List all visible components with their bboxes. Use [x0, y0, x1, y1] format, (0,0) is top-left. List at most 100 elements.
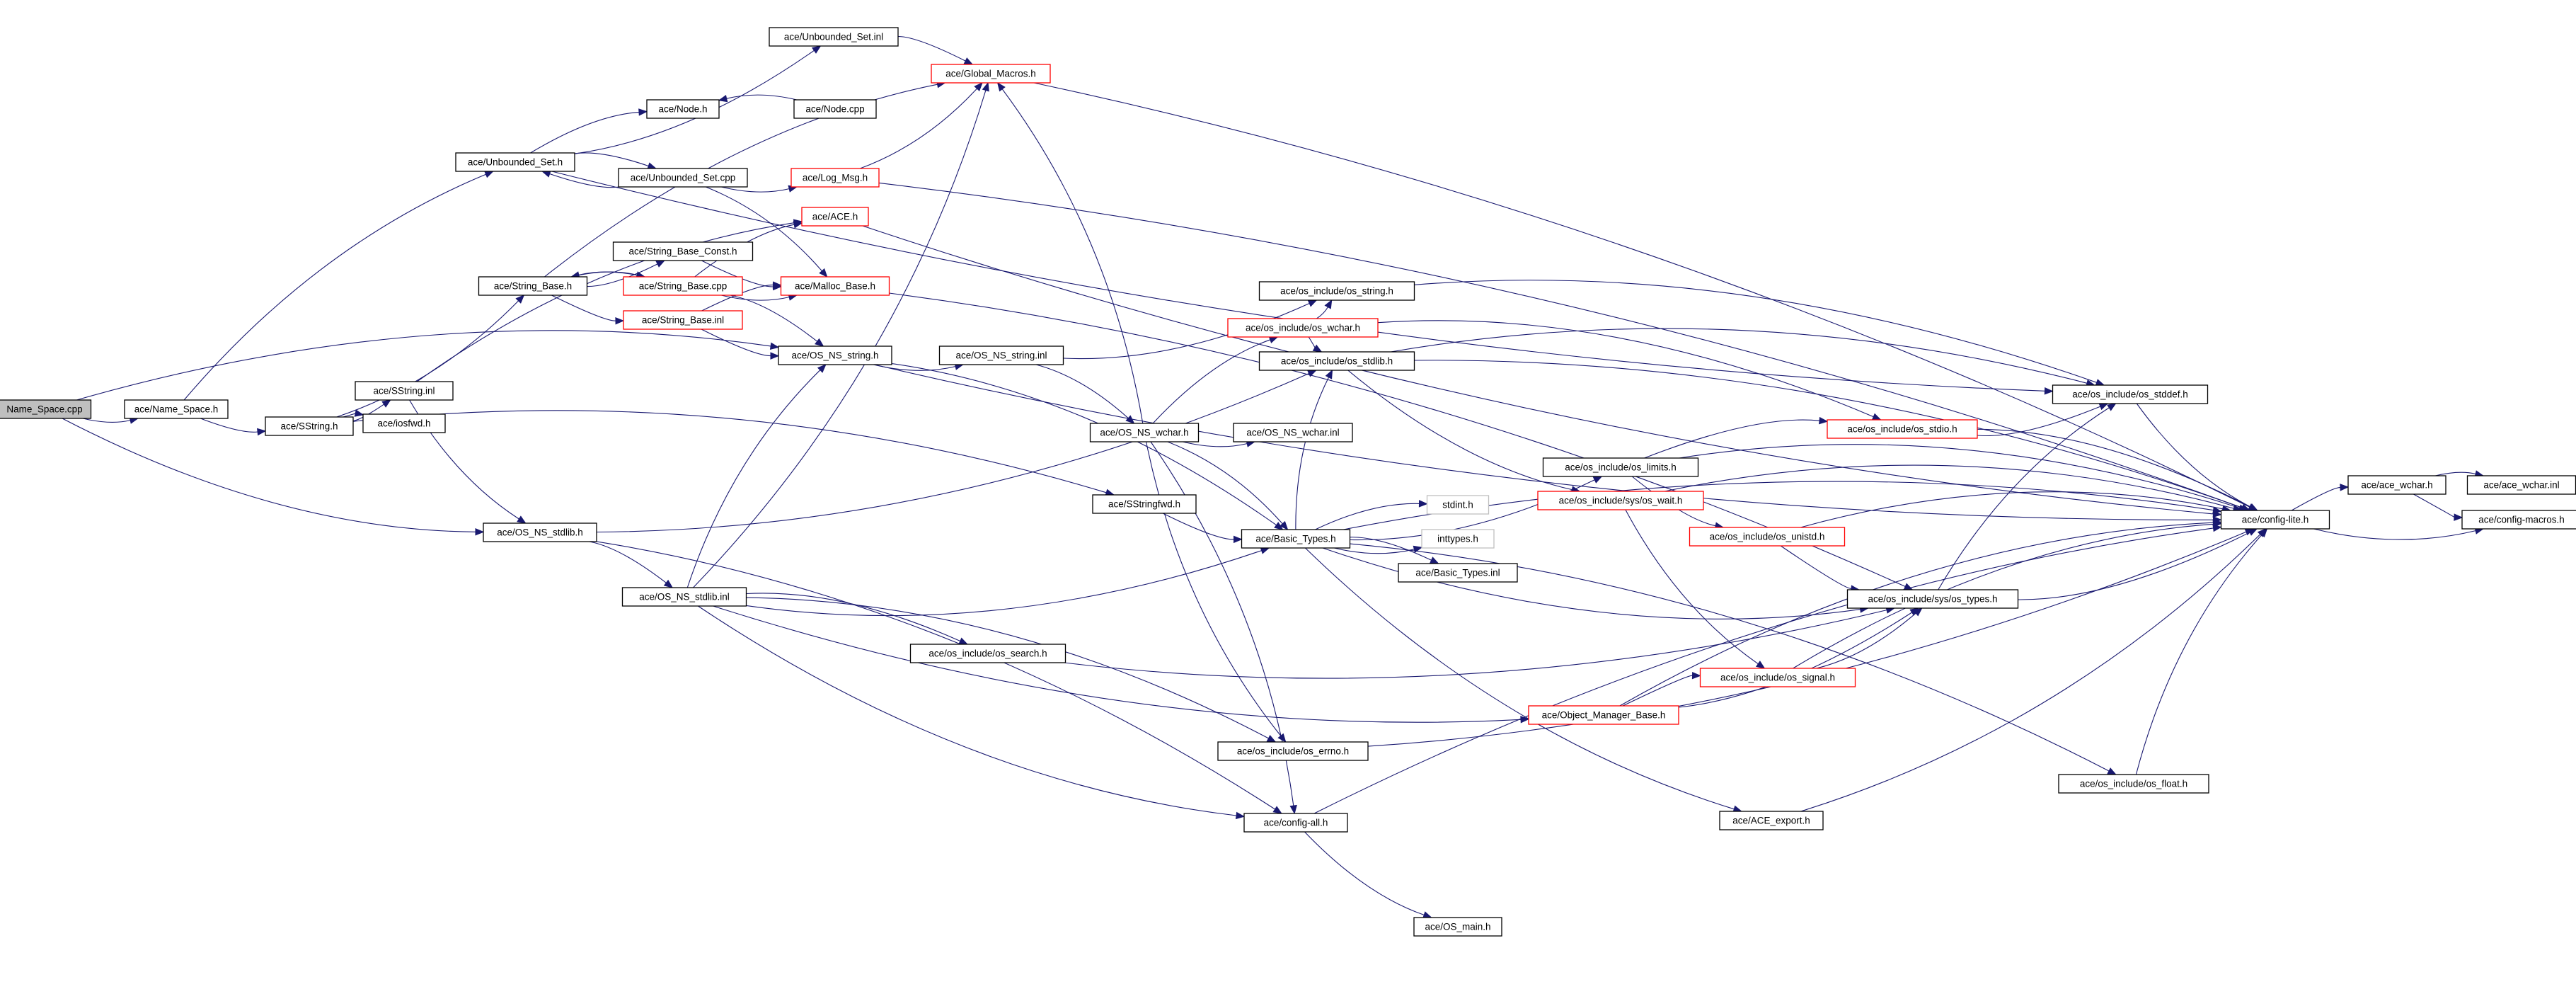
edge-string-base-inl-to-os-ns-string-h [701, 329, 780, 360]
node-os-include-os-float-h[interactable]: ace/os_include/os_float.h [2058, 774, 2209, 794]
arrow-head-icon [2098, 403, 2109, 411]
node-os-main-h[interactable]: ace/OS_main.h [1413, 917, 1502, 937]
node-malloc-base-h[interactable]: ace/Malloc_Base.h [780, 276, 890, 296]
node-name-space-cpp[interactable]: Name_Space.cpp [0, 399, 92, 419]
node-os-ns-stdlib-inl[interactable]: ace/OS_NS_stdlib.inl [621, 587, 747, 607]
node-os-include-os-search-h[interactable]: ace/os_include/os_search.h [909, 644, 1066, 663]
node-ace-export-h[interactable]: ace/ACE_export.h [1719, 811, 1824, 830]
node-config-lite-h[interactable]: ace/config-lite.h [2220, 510, 2330, 530]
node-os-include-os-stdio-h[interactable]: ace/os_include/os_stdio.h [1827, 419, 1978, 439]
edge-line [183, 173, 486, 401]
node-unbounded-set-inl[interactable]: ace/Unbounded_Set.inl [769, 27, 899, 47]
node-inttypes-h[interactable]: inttypes.h [1421, 529, 1495, 549]
edge-line [596, 541, 1275, 810]
node-box [265, 416, 354, 436]
edge-os-ns-stdlib-inl-to-config-all-h [698, 605, 1246, 820]
node-label: ace/Log_Msg.h [803, 173, 868, 183]
edge-line [726, 94, 797, 101]
arrow-head-icon [793, 219, 803, 227]
node-os-ns-wchar-inl[interactable]: ace/OS_NS_wchar.inl [1233, 423, 1353, 442]
node-label: ace/Unbounded_Set.cpp [631, 173, 736, 183]
node-os-include-os-limits-h[interactable]: ace/os_include/os_limits.h [1542, 457, 1699, 477]
node-sstring-h[interactable]: ace/SString.h [265, 416, 354, 436]
edge-line [1664, 464, 2234, 509]
edge-basic-types-h-to-os-include-sys-os-types-h [1322, 547, 1870, 619]
node-global-macros-h[interactable]: ace/Global_Macros.h [931, 64, 1051, 84]
edge-name-space-h-to-sstring-h [200, 418, 267, 436]
edge-line [1316, 307, 1328, 319]
node-os-include-os-stddef-h[interactable]: ace/os_include/os_stddef.h [2052, 384, 2209, 404]
node-basic-types-inl[interactable]: ace/Basic_Types.inl [1398, 563, 1518, 583]
node-os-include-os-stdlib-h[interactable]: ace/os_include/os_stdlib.h [1258, 351, 1415, 371]
node-string-base-cpp[interactable]: ace/String_Base.cpp [623, 276, 743, 296]
node-os-ns-wchar-h[interactable]: ace/OS_NS_wchar.h [1089, 423, 1200, 442]
node-node-h[interactable]: ace/Node.h [646, 99, 720, 119]
node-iosfwd-h[interactable]: ace/iosfwd.h [362, 413, 446, 433]
node-os-include-os-signal-h[interactable]: ace/os_include/os_signal.h [1699, 668, 1856, 687]
node-ace-wchar-h[interactable]: ace/ace_wchar.h [2347, 475, 2446, 495]
node-label: ace/String_Base.inl [642, 315, 724, 326]
node-os-include-sys-os-types-h[interactable]: ace/os_include/sys/os_types.h [1846, 589, 2019, 609]
arrow-head-icon [2257, 528, 2267, 537]
node-os-include-os-errno-h[interactable]: ace/os_include/os_errno.h [1217, 741, 1369, 761]
node-string-base-const-h[interactable]: ace/String_Base_Const.h [612, 241, 754, 261]
edge-line [1977, 406, 2101, 437]
edge-line [1322, 547, 1861, 619]
arrow-head-icon [958, 637, 969, 645]
arrow-head-icon [2340, 484, 2350, 491]
node-string-base-h[interactable]: ace/String_Base.h [478, 276, 588, 296]
node-label: ace/OS_NS_wchar.h [1100, 428, 1188, 438]
edge-ace-wchar-h-to-config-macros-h [2413, 493, 2463, 521]
node-box [1537, 491, 1704, 510]
node-box [769, 27, 899, 47]
edge-line [62, 418, 476, 532]
edge-line [200, 418, 258, 433]
node-label: ace/os_include/os_search.h [928, 649, 1047, 659]
node-os-ns-string-inl[interactable]: ace/OS_NS_string.inl [938, 345, 1064, 365]
edge-name-space-h-to-unbounded-set-h [183, 171, 494, 401]
node-os-ns-string-h[interactable]: ace/OS_NS_string.h [778, 345, 892, 365]
edge-line [746, 597, 1269, 739]
node-sstring-inl[interactable]: ace/SString.inl [355, 381, 454, 401]
node-log-msg-h[interactable]: ace/Log_Msg.h [790, 168, 880, 188]
edge-node-cpp-to-node-h [718, 94, 797, 103]
node-string-base-inl[interactable]: ace/String_Base.inl [623, 310, 743, 330]
node-ace-wchar-inl[interactable]: ace/ace_wchar.inl [2466, 475, 2576, 495]
node-config-all-h[interactable]: ace/config-all.h [1243, 813, 1348, 833]
arrow-head-icon [1289, 804, 1297, 815]
node-ace-h[interactable]: ace/ACE.h [801, 207, 869, 227]
node-sstringfwd-h[interactable]: ace/SStringfwd.h [1092, 494, 1197, 514]
node-box [1719, 811, 1824, 830]
node-node-cpp[interactable]: ace/Node.cpp [793, 99, 877, 119]
edge-line [1800, 534, 2261, 812]
edge-os-include-os-float-h-to-config-lite-h [2135, 528, 2268, 775]
edge-os-include-os-limits-h-to-config-lite-h [1679, 444, 2248, 512]
arrow-head-icon [1324, 299, 1333, 309]
node-box [618, 168, 748, 188]
node-object-manager-base-h[interactable]: ace/Object_Manager_Base.h [1528, 705, 1679, 725]
arrow-head-icon [1280, 520, 1289, 530]
node-box [612, 241, 754, 261]
node-os-include-os-string-h[interactable]: ace/os_include/os_string.h [1258, 281, 1415, 301]
node-os-include-os-wchar-h[interactable]: ace/os_include/os_wchar.h [1227, 318, 1379, 338]
node-box [621, 587, 747, 607]
node-label: ace/os_include/os_stdio.h [1847, 424, 1957, 435]
node-stdint-h[interactable]: stdint.h [1426, 495, 1490, 515]
node-label: ace/String_Base_Const.h [628, 246, 737, 257]
edge-line [1347, 370, 1572, 491]
node-label: ace/String_Base.h [494, 281, 572, 292]
node-os-ns-stdlib-h[interactable]: ace/OS_NS_stdlib.h [483, 522, 597, 542]
node-os-include-os-unistd-h[interactable]: ace/os_include/os_unistd.h [1689, 527, 1846, 547]
node-name-space-h[interactable]: ace/Name_Space.h [124, 399, 229, 419]
edge-os-ns-stdlib-inl-to-object-manager-base-h [713, 605, 1530, 724]
edge-unbounded-set-inl-to-global-macros-h [897, 35, 974, 65]
node-os-include-sys-os-wait-h[interactable]: ace/os_include/sys/os_wait.h [1537, 491, 1704, 510]
arrow-head-icon [2044, 387, 2054, 395]
node-unbounded-set-cpp[interactable]: ace/Unbounded_Set.cpp [618, 168, 748, 188]
arrow-head-icon [718, 94, 728, 103]
node-box [355, 381, 454, 401]
node-basic-types-h[interactable]: ace/Basic_Types.h [1241, 529, 1351, 549]
node-unbounded-set-h[interactable]: ace/Unbounded_Set.h [455, 152, 575, 172]
node-config-macros-h[interactable]: ace/config-macros.h [2461, 510, 2576, 530]
edge-line [1679, 444, 2240, 509]
